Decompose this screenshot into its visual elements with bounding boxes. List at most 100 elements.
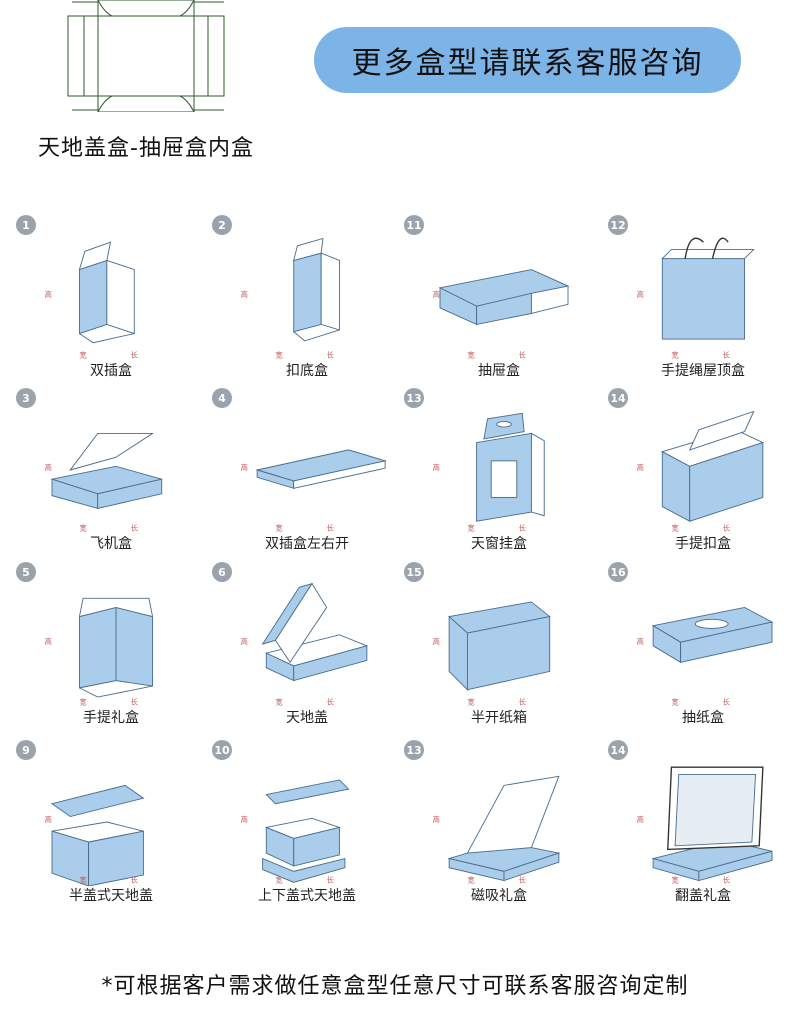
box-style-item: 10 高宽 长 上下盖式天地盖 xyxy=(212,740,402,905)
svg-text:长: 长 xyxy=(723,875,731,884)
customization-note: *可根据客户需求做任意盒型任意尺寸可联系客服咨询定制 xyxy=(101,974,689,999)
svg-text:高: 高 xyxy=(241,290,248,299)
svg-text:长: 长 xyxy=(327,697,335,706)
box-style-item: 5 高宽 长 手提礼盒 xyxy=(16,562,206,727)
svg-text:宽: 宽 xyxy=(467,697,474,706)
svg-text:长: 长 xyxy=(131,350,139,359)
svg-text:宽: 宽 xyxy=(671,523,678,532)
box-style-item: 12 高宽 长 手提绳屋顶盒 xyxy=(608,215,790,380)
box-style-number: 16 xyxy=(608,562,628,582)
svg-text:宽: 宽 xyxy=(671,697,678,706)
box-style-item: 2 高宽 长 扣底盒 xyxy=(212,215,402,380)
svg-text:长: 长 xyxy=(519,875,527,884)
box-style-label: 半盖式天地盖 xyxy=(69,888,153,904)
svg-text:高: 高 xyxy=(45,290,52,299)
svg-text:宽: 宽 xyxy=(79,875,86,884)
svg-text:高: 高 xyxy=(433,815,440,824)
svg-text:高: 高 xyxy=(433,463,440,472)
box-style-number: 5 xyxy=(16,562,36,582)
svg-text:高: 高 xyxy=(637,463,644,472)
svg-text:长: 长 xyxy=(131,875,139,884)
svg-text:高: 高 xyxy=(637,637,644,646)
box-style-item: 4 高宽 长 双插盒左右开 xyxy=(212,388,402,553)
box-style-label: 天窗挂盒 xyxy=(471,536,527,552)
svg-text:高: 高 xyxy=(433,290,440,299)
box-style-label: 磁吸礼盒 xyxy=(471,888,527,904)
contact-banner-label: 更多盒型请联系客服咨询 xyxy=(351,46,704,81)
svg-text:长: 长 xyxy=(723,697,731,706)
box-style-item: 16 高宽 长 抽纸盒 xyxy=(608,562,790,727)
header-caption: 天地盖盒-抽屉盒内盒 xyxy=(38,136,254,161)
box-style-number: 9 xyxy=(16,740,36,760)
box-style-number: 13 xyxy=(404,740,424,760)
box-style-label: 抽屉盒 xyxy=(478,363,520,379)
svg-text:长: 长 xyxy=(519,523,527,532)
box-style-label: 翻盖礼盒 xyxy=(675,888,731,904)
box-style-number: 1 xyxy=(16,215,36,235)
svg-text:宽: 宽 xyxy=(467,875,474,884)
svg-text:宽: 宽 xyxy=(79,523,86,532)
svg-text:长: 长 xyxy=(327,523,335,532)
box-style-label: 上下盖式天地盖 xyxy=(258,888,356,904)
svg-text:高: 高 xyxy=(45,463,52,472)
box-style-item: 11 高宽 长 抽屉盒 xyxy=(404,215,594,380)
box-style-number: 10 xyxy=(212,740,232,760)
box-style-item: 1 高宽 长 双插盒 xyxy=(16,215,206,380)
svg-text:长: 长 xyxy=(723,350,731,359)
svg-text:宽: 宽 xyxy=(275,523,282,532)
svg-text:宽: 宽 xyxy=(671,875,678,884)
box-style-label: 手提绳屋顶盒 xyxy=(661,363,745,379)
box-style-number: 2 xyxy=(212,215,232,235)
box-style-label: 手提礼盒 xyxy=(83,710,139,726)
box-style-number: 14 xyxy=(608,740,628,760)
box-style-number: 14 xyxy=(608,388,628,408)
box-style-number: 12 xyxy=(608,215,628,235)
svg-text:宽: 宽 xyxy=(79,350,86,359)
svg-text:宽: 宽 xyxy=(275,350,282,359)
box-style-number: 11 xyxy=(404,215,424,235)
svg-text:长: 长 xyxy=(723,523,731,532)
svg-text:宽: 宽 xyxy=(275,875,282,884)
svg-text:长: 长 xyxy=(327,350,335,359)
box-style-item: 14 高宽 长 手提扣盒 xyxy=(608,388,790,553)
svg-text:宽: 宽 xyxy=(671,350,678,359)
box-style-item: 3 高宽 长 飞机盒 xyxy=(16,388,206,553)
dieline-drawing xyxy=(67,0,225,112)
svg-text:高: 高 xyxy=(241,463,248,472)
box-style-label: 双插盒 xyxy=(90,363,132,379)
svg-text:高: 高 xyxy=(241,637,248,646)
box-style-number: 15 xyxy=(404,562,424,582)
svg-text:长: 长 xyxy=(131,697,139,706)
box-style-number: 6 xyxy=(212,562,232,582)
svg-text:高: 高 xyxy=(241,815,248,824)
svg-text:宽: 宽 xyxy=(467,523,474,532)
svg-text:宽: 宽 xyxy=(79,697,86,706)
svg-text:长: 长 xyxy=(131,523,139,532)
box-style-label: 双插盒左右开 xyxy=(265,536,349,552)
svg-text:高: 高 xyxy=(637,290,644,299)
box-style-label: 抽纸盒 xyxy=(682,710,724,726)
box-style-label: 天地盖 xyxy=(286,710,328,726)
contact-service-banner[interactable]: 更多盒型请联系客服咨询 xyxy=(314,27,741,93)
svg-text:宽: 宽 xyxy=(275,697,282,706)
svg-text:长: 长 xyxy=(519,350,527,359)
box-style-item: 15 高宽长 半开纸箱 xyxy=(404,562,594,727)
box-style-label: 手提扣盒 xyxy=(675,536,731,552)
box-style-number: 4 xyxy=(212,388,232,408)
svg-text:长: 长 xyxy=(519,697,527,706)
box-style-number: 13 xyxy=(404,388,424,408)
svg-text:高: 高 xyxy=(637,815,644,824)
svg-text:高: 高 xyxy=(45,637,52,646)
box-style-number: 3 xyxy=(16,388,36,408)
svg-text:宽: 宽 xyxy=(467,350,474,359)
box-style-label: 飞机盒 xyxy=(90,536,132,552)
svg-text:高: 高 xyxy=(433,637,440,646)
box-style-label: 扣底盒 xyxy=(286,363,328,379)
box-style-item: 13 高宽 长 磁吸礼盒 xyxy=(404,740,594,905)
box-style-item: 13 高宽 长 天窗挂盒 xyxy=(404,388,594,553)
svg-text:高: 高 xyxy=(45,815,52,824)
svg-text:长: 长 xyxy=(327,875,335,884)
box-style-item: 6 高宽 长 天地盖 xyxy=(212,562,402,727)
box-style-item: 9 高宽 长 半盖式天地盖 xyxy=(16,740,206,905)
box-style-item: 14 高宽 长 翻盖礼盒 xyxy=(608,740,790,905)
